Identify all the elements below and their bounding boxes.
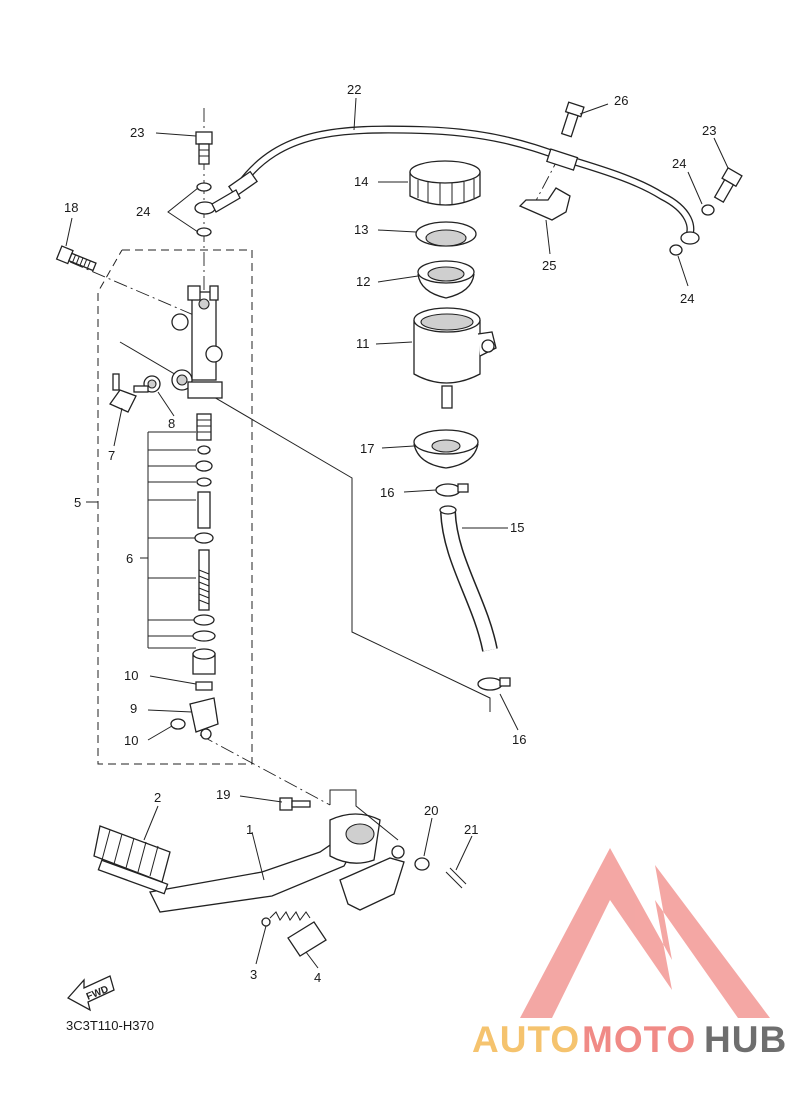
callout-8: 8: [168, 416, 175, 431]
callout-5: 5: [74, 495, 81, 510]
callout-6: 6: [126, 551, 133, 566]
master-cylinder-body-icon: [171, 285, 223, 399]
leader-lines: [65, 97, 729, 969]
assembly-box-outline: [97, 249, 253, 765]
drawing-code: 3C3T110-H370: [66, 1018, 154, 1033]
union-bolt-icon: [713, 166, 743, 203]
reservoir-boot-icon: [413, 429, 479, 469]
union-bolt-icon: [195, 131, 213, 165]
brake-pedal-icon: [97, 813, 405, 913]
watermark-logo-icon: [520, 848, 770, 1018]
callout-16: 16: [512, 732, 526, 747]
watermark-moto: MOTO: [582, 1019, 696, 1060]
reservoir-hose-icon: [439, 505, 498, 652]
callout-24: 24: [136, 204, 150, 219]
pin-19-icon: [279, 797, 311, 811]
hose-bracket-icon: [518, 187, 571, 221]
callout-14: 14: [354, 174, 368, 189]
watermark-hub: HUB: [704, 1019, 787, 1060]
callout-10: 10: [124, 733, 138, 748]
callout-20: 20: [424, 803, 438, 818]
callout-18: 18: [64, 200, 78, 215]
kit-components-icon: [192, 413, 216, 675]
banjo-bolt-18-icon: [55, 245, 97, 272]
pedal-rubber-icon: [93, 825, 171, 883]
callout-7: 7: [108, 448, 115, 463]
diaphragm-plate-icon: [415, 221, 477, 247]
callout-1: 1: [246, 822, 253, 837]
callout-17: 17: [360, 441, 374, 456]
callout-4: 4: [314, 970, 321, 985]
callout-24: 24: [680, 291, 694, 306]
return-spring-icon: [261, 911, 311, 927]
push-rod-seal-icon: [133, 375, 161, 393]
piston-kit-bracket: [140, 431, 196, 649]
diaphragm-icon: [417, 260, 475, 299]
hose-clamp-icon: [435, 483, 511, 691]
callout-22: 22: [347, 82, 361, 97]
callout-13: 13: [354, 222, 368, 237]
callout-3: 3: [250, 967, 257, 982]
callout-11: 11: [356, 336, 370, 351]
brake-hose: [194, 125, 700, 245]
callout-2: 2: [154, 790, 161, 805]
callout-23: 23: [702, 123, 716, 138]
bolt-icon: [560, 101, 585, 138]
fwd-arrow-icon: FWD: [66, 975, 115, 1012]
callout-15: 15: [510, 520, 524, 535]
cotter-pin-icon: [445, 867, 467, 889]
callout-12: 12: [356, 274, 370, 289]
callout-19: 19: [216, 787, 230, 802]
callout-10: 10: [124, 668, 138, 683]
washer-20-icon: [414, 857, 430, 871]
reservoir-cap-icon: [409, 160, 481, 206]
clevis-icon: [170, 681, 219, 740]
collar-icon: [287, 921, 327, 957]
reservoir-tank-icon: [413, 307, 497, 409]
copper-washer-icon: [196, 182, 715, 256]
callout-16: 16: [380, 485, 394, 500]
joint-nipple-icon: [109, 373, 137, 413]
watermark-text: AUTO MOTO HUB: [472, 1019, 787, 1060]
callout-9: 9: [130, 701, 137, 716]
callout-24: 24: [672, 156, 686, 171]
watermark-auto: AUTO: [472, 1019, 580, 1060]
callout-23: 23: [130, 125, 144, 140]
callout-labels: 22 26 23 23 24 24 24 14 13 12 11 25 18 7…: [64, 82, 716, 985]
callout-21: 21: [464, 822, 478, 837]
callout-26: 26: [614, 93, 628, 108]
callout-25: 25: [542, 258, 556, 273]
